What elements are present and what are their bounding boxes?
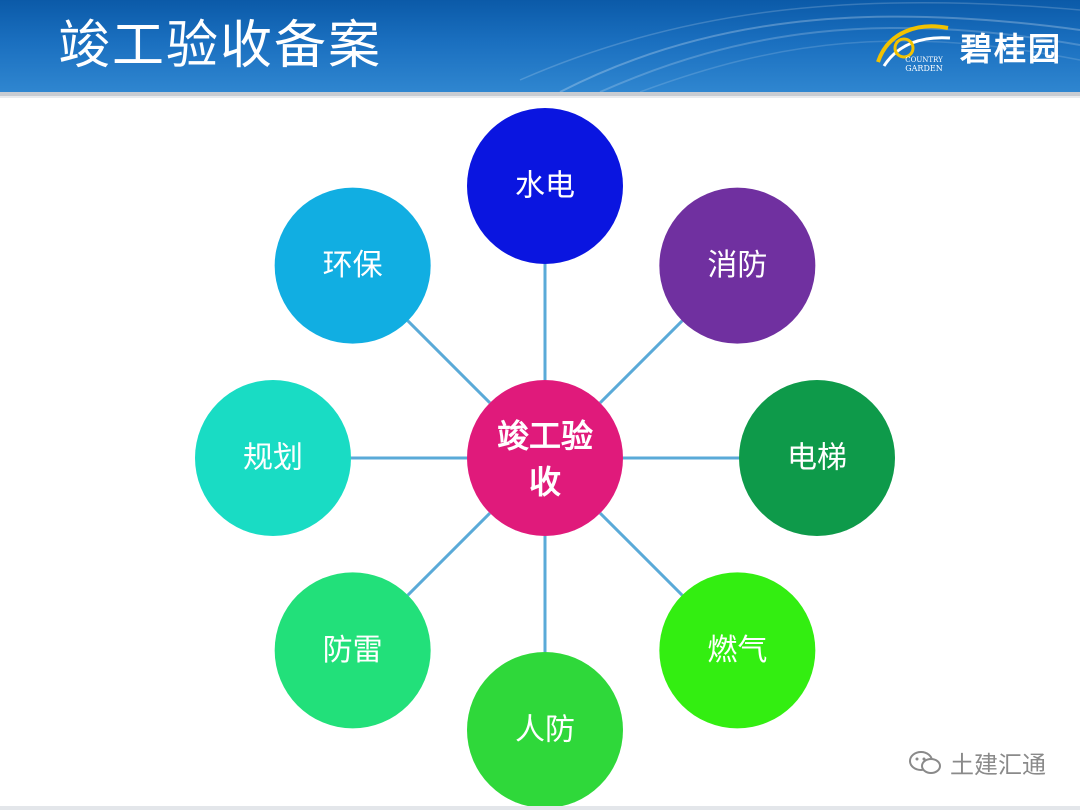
node-label: 人防 xyxy=(515,713,575,748)
watermark-text: 土建汇通 xyxy=(950,751,1046,779)
country-garden-logo-icon: COUNTRY GARDEN xyxy=(876,24,951,73)
diagram-node: 防雷 xyxy=(274,572,431,729)
connector-line xyxy=(599,319,684,404)
diagram-node: 环保 xyxy=(274,187,431,344)
diagram-node: 电梯 xyxy=(739,380,895,536)
brand-logo: COUNTRY GARDEN 碧桂园 xyxy=(870,18,1062,76)
footer-divider xyxy=(0,806,1080,810)
diagram-node: 水电 xyxy=(467,108,623,264)
watermark: 土建汇通 xyxy=(908,745,1046,780)
node-label: 规划 xyxy=(243,441,303,476)
connector-line xyxy=(406,319,491,404)
connector-lines xyxy=(351,264,739,652)
header-divider xyxy=(0,92,1080,96)
logo-text-bottom: GARDEN xyxy=(905,64,942,73)
connector-line xyxy=(406,512,491,597)
node-circle xyxy=(739,380,895,536)
node-circle xyxy=(274,187,431,344)
node-label: 水电 xyxy=(515,169,575,204)
logo-text-top: COUNTRY xyxy=(905,56,943,64)
wechat-icon xyxy=(909,750,941,774)
node-circle xyxy=(274,572,431,729)
node-label: 防雷 xyxy=(323,633,383,668)
node-label: 电梯 xyxy=(787,441,847,476)
node-label: 环保 xyxy=(323,248,383,283)
page-title: 竣工验收备案 xyxy=(58,16,383,76)
node-circle xyxy=(659,572,816,729)
center-label-line2: 收 xyxy=(529,463,561,501)
slide-header: 竣工验收备案 COUNTRY GARDEN 碧桂园 xyxy=(0,0,1080,92)
node-circle xyxy=(467,108,623,264)
center-circle xyxy=(467,380,623,536)
diagram-node: 规划 xyxy=(195,380,351,536)
connector-line xyxy=(599,512,684,597)
brand-name: 碧桂园 xyxy=(959,30,1062,68)
header-swoosh-decoration xyxy=(519,1,1080,92)
header-divider-light xyxy=(0,96,1080,98)
node-label: 燃气 xyxy=(707,633,767,668)
node-label: 消防 xyxy=(707,248,767,283)
diagram-node: 人防 xyxy=(467,652,623,808)
center-node: 竣工验 收 xyxy=(467,380,623,536)
diagram-node: 燃气 xyxy=(659,572,816,729)
diagram-node: 消防 xyxy=(659,187,816,344)
node-circle xyxy=(659,187,816,344)
node-circle xyxy=(467,652,623,808)
center-label-line1: 竣工验 xyxy=(497,417,593,455)
node-circle xyxy=(195,380,351,536)
